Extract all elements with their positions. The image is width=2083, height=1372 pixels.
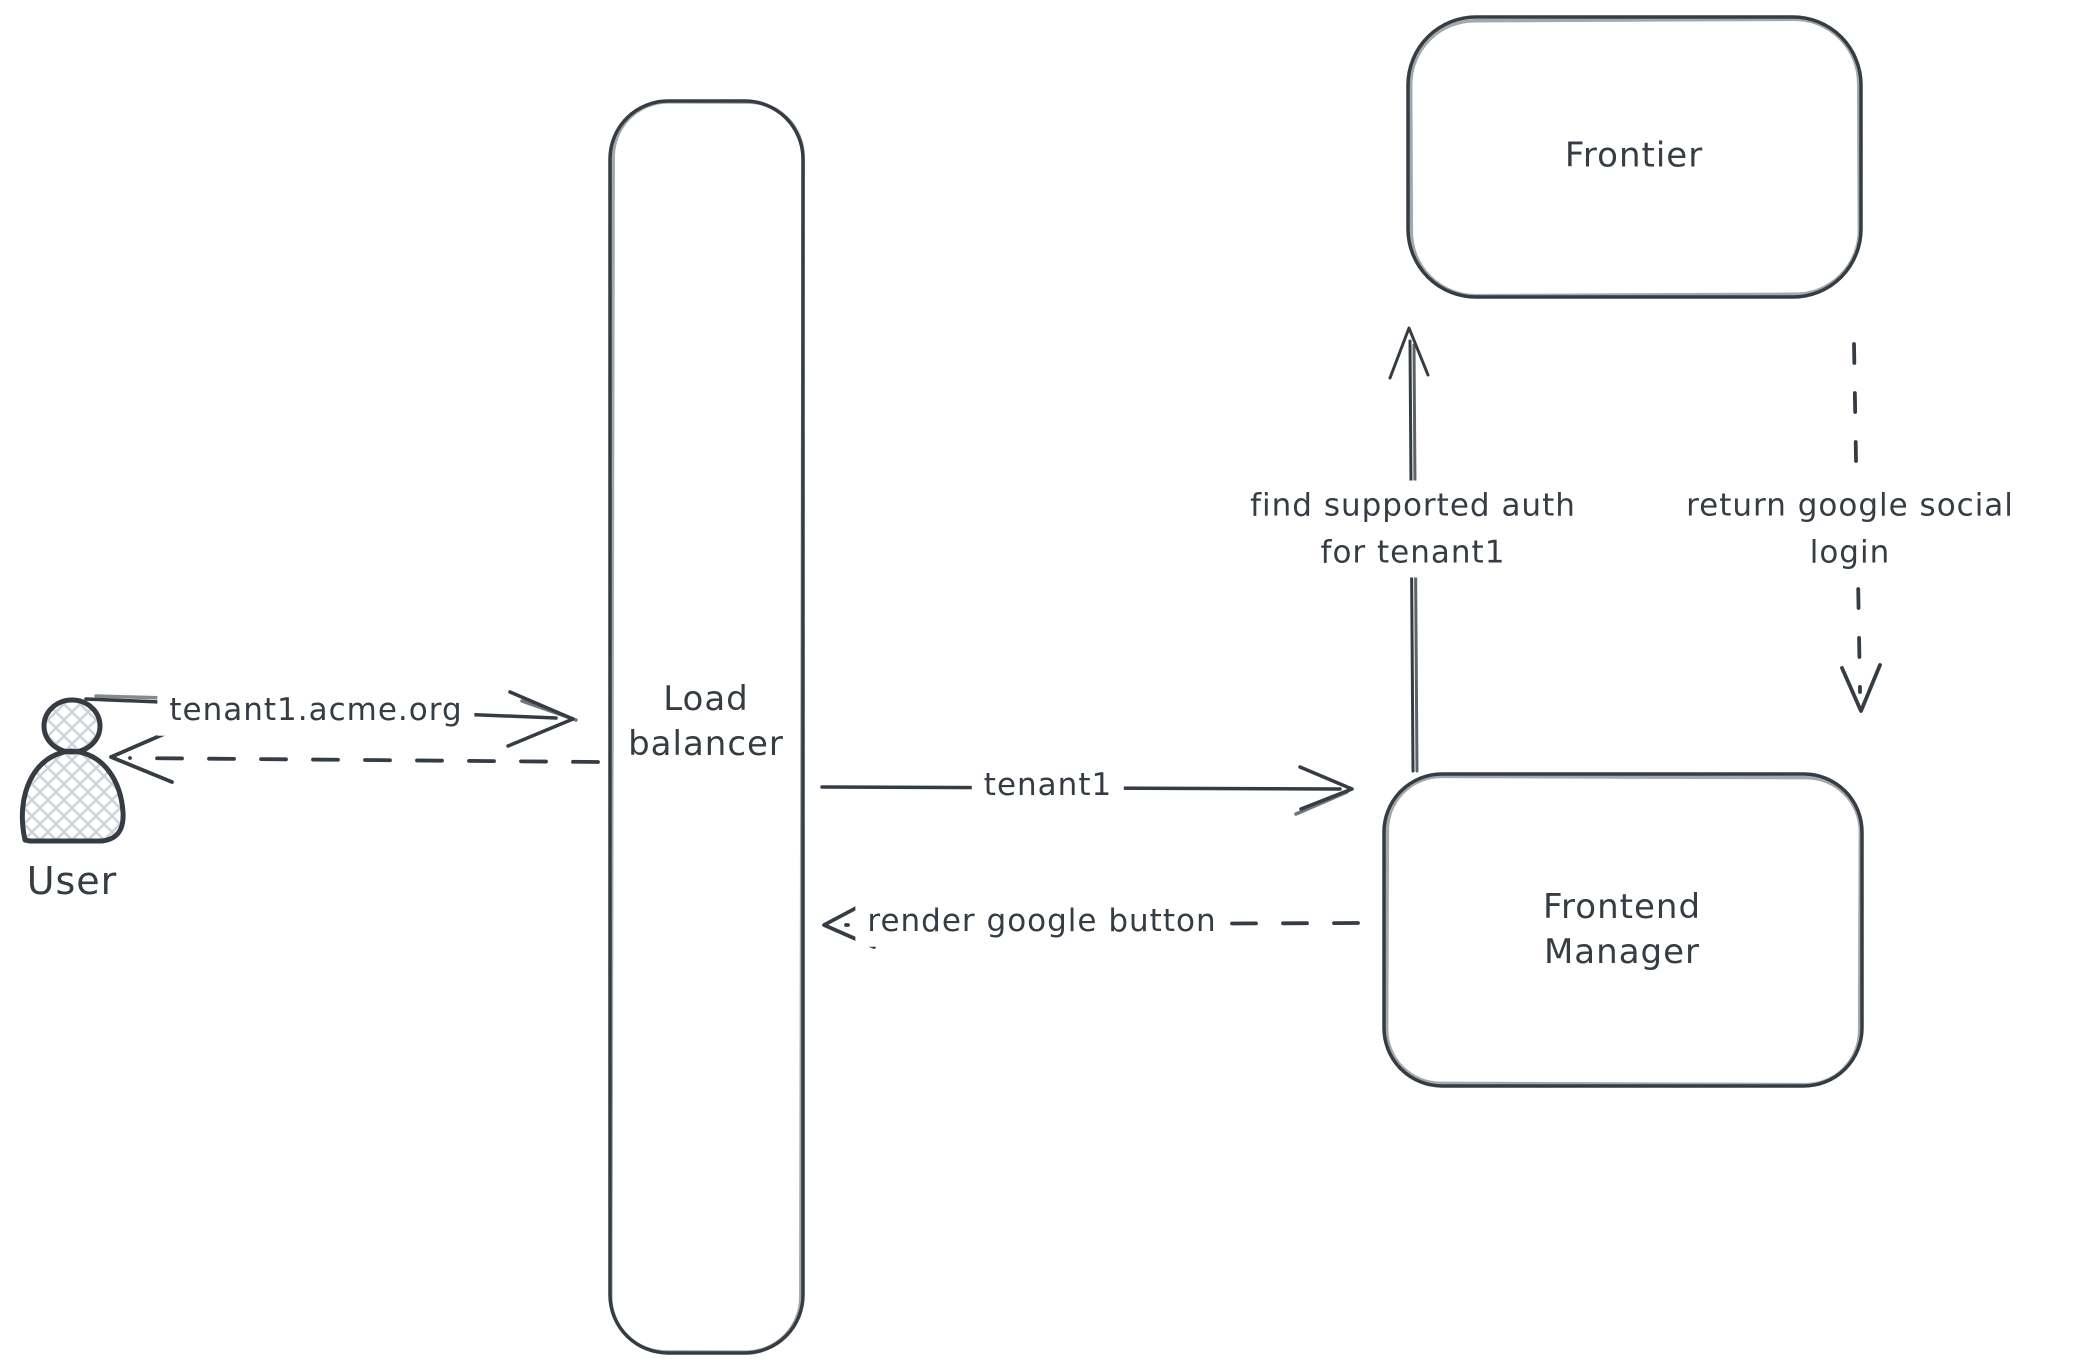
edge-label-frontier-to-fm-line2: login [1809,534,1891,570]
frontier-label: Frontier [1564,135,1704,176]
arrow-head [1840,663,1882,713]
edge-label-frontier-to-fm-line1: return google social [1686,487,2014,524]
edge-label-fm-to-lb: render google button [855,895,1229,947]
edge-label-user-to-lb: tenant1.acme.org [157,684,475,736]
user-label: User [26,859,118,903]
edge-label-lb-to-fm: tenant1 [971,759,1125,811]
load-balancer-label: Load balancer [628,677,784,767]
load-balancer-label-line1: Load [663,679,749,720]
arrow-head [1294,790,1349,816]
load-balancer-label-line2: balancer [628,724,784,764]
user-body [19,748,126,844]
arrow-line [128,756,600,764]
arrow-lb-to-user [109,729,600,784]
frontend-manager-label-line1: Frontend [1542,887,1702,928]
frontend-manager-label: Frontend Manager [1543,885,1701,975]
frontier-node [1406,15,1863,299]
edge-label-fm-to-frontier: find supported auth for tenant1 [1238,480,1588,578]
arrow-head [1388,326,1430,380]
arrow-head [109,729,174,784]
edge-label-fm-to-frontier-line1: find supported auth [1250,487,1576,524]
frontend-manager-node [1382,772,1864,1088]
load-balancer-node [608,99,805,1355]
arrow-frontier-to-fm [1840,342,1882,713]
arrow-head [520,699,578,722]
arrow-line [1852,342,1862,694]
frontend-manager-label-line2: Manager [1543,932,1701,972]
user-head [41,697,103,755]
edge-label-fm-to-frontier-line2: for tenant1 [1320,534,1506,570]
arrow-head [1298,765,1354,811]
edge-label-frontier-to-fm: return google social login [1674,480,2026,578]
user-icon [19,697,126,844]
